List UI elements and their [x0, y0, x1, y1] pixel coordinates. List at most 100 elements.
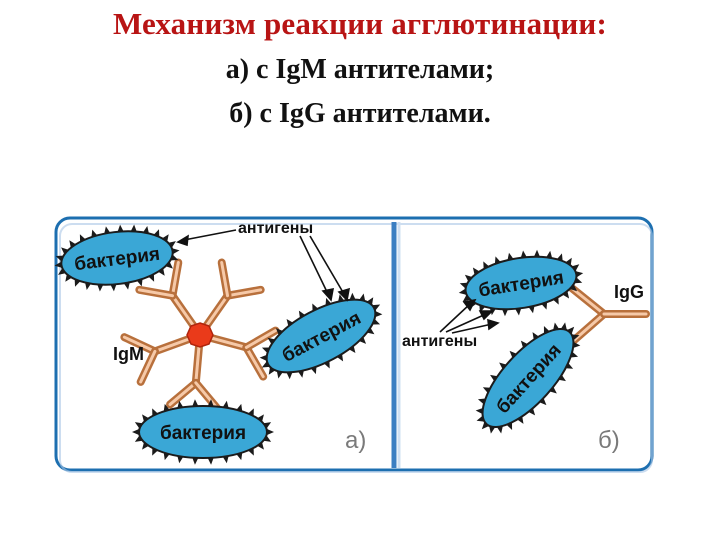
antigen-spike: [546, 250, 553, 259]
antigen-spike: [134, 422, 143, 429]
antigen-spike: [165, 261, 173, 269]
igm-arm-segment: [168, 381, 198, 406]
antigen-spike: [562, 291, 570, 299]
antigen-spike: [61, 247, 69, 255]
antigen-spike: [132, 429, 139, 435]
antigen-spike: [464, 274, 473, 282]
antigen-spike: [275, 328, 283, 336]
antigen-spike: [298, 310, 306, 319]
antigen-spike: [520, 340, 528, 348]
antigen-spike: [573, 341, 581, 348]
antigen-spike: [458, 288, 467, 295]
antigen-spike: [158, 268, 165, 276]
antigen-spike: [268, 367, 276, 375]
antigen-spike: [267, 337, 276, 345]
antigen-spike: [567, 326, 575, 334]
antigen-spike: [366, 297, 374, 305]
antigen-spike: [375, 311, 383, 318]
antigen-spike: [286, 372, 293, 380]
antigen-spike: [349, 292, 356, 300]
antigen-spike: [482, 387, 491, 394]
igm-arm-segment: [137, 288, 174, 298]
antigen-spike: [372, 304, 381, 311]
antigens-label-b: антигены: [402, 333, 477, 350]
bacterium-label: бактерия: [160, 423, 246, 444]
antigen-spike: [69, 240, 76, 248]
igm-arm-segment: [139, 349, 157, 384]
antigen-spike: [359, 336, 367, 344]
antigen-spike: [475, 408, 483, 415]
antigen-spike: [483, 261, 490, 269]
antigen-spike: [499, 362, 507, 370]
bacterium-a-top: бактерия: [54, 224, 180, 292]
igm-arm-segment: [122, 335, 157, 353]
igm-arm-segment: [244, 345, 265, 379]
antigen-spike: [65, 274, 72, 282]
antigens-label-a: антигены: [238, 220, 313, 237]
antigen-spike: [267, 429, 274, 435]
antigen-spike: [509, 350, 517, 358]
antigen-spike: [552, 297, 559, 305]
igm-arm-segment: [220, 261, 230, 298]
antigen-spike: [58, 268, 66, 275]
antigen-spike: [528, 408, 536, 416]
antigen-spike: [489, 307, 496, 316]
antigen-spike: [54, 261, 62, 268]
antigen-spike: [130, 224, 137, 232]
antigen-spike: [192, 457, 199, 465]
antigen-spike: [257, 442, 264, 450]
antigen-spike: [207, 457, 214, 465]
antigen-spike: [263, 435, 272, 442]
antigen-spike: [515, 308, 522, 316]
antigen-spike: [110, 284, 117, 292]
igm-j-chain-hub: [186, 322, 214, 348]
antigen-spike: [192, 399, 199, 407]
panel-letter-a: а): [345, 427, 366, 454]
subtitle-igm: а) с IgM антителами;: [225, 54, 495, 85]
antigen-arrows-a: [176, 229, 351, 302]
antigen-spike: [123, 282, 130, 290]
antigen-spike: [462, 295, 471, 302]
antigen-spike: [207, 399, 214, 407]
antigen-spike: [539, 398, 547, 406]
antigen-spike: [117, 224, 124, 232]
antigen-spike: [142, 442, 149, 450]
antigen-spike: [569, 284, 578, 292]
antigen-spike: [162, 234, 169, 242]
antigen-spike: [259, 354, 267, 361]
antigen-spike: [257, 414, 264, 422]
antigen-spike: [222, 455, 229, 464]
antigen-spike: [177, 455, 184, 464]
antigen-spike: [104, 226, 111, 234]
antigen-spike: [142, 414, 149, 422]
antigen-spike: [533, 249, 540, 257]
antigen-spike: [481, 422, 489, 430]
antigen-spike: [348, 345, 356, 354]
antigen-spike: [502, 309, 509, 317]
antigen-spike: [532, 332, 539, 340]
subtitle-igg: б) с IgG антителами.: [229, 98, 491, 129]
igm-arm-segment: [194, 381, 219, 411]
igm-arm-segment: [170, 261, 180, 298]
antigen-spike: [286, 318, 294, 327]
antigen-spike: [168, 241, 176, 248]
panel-a: бактерия бактерия бактерия антигены IgM …: [54, 220, 383, 465]
antigen-spike: [565, 362, 574, 369]
antigen-spike: [97, 284, 104, 292]
antigen-spike: [134, 435, 143, 442]
bacterium-a-bottom: бактерия: [132, 399, 274, 465]
antigen-spike: [172, 248, 180, 255]
antigen-spike: [222, 400, 229, 409]
igm-arm-segment: [244, 329, 278, 349]
antigen-spike: [336, 353, 344, 362]
antigen-spike: [558, 374, 566, 382]
frame-shadow: [59, 223, 653, 473]
antigen-spike: [520, 250, 527, 258]
antigen-spike: [263, 422, 272, 429]
antigen-spike: [490, 374, 498, 382]
igm-arm-segment: [226, 288, 263, 298]
igm-antibody: [120, 258, 280, 413]
panel-letter-b: б): [598, 427, 620, 454]
antigen-spike: [575, 271, 584, 278]
